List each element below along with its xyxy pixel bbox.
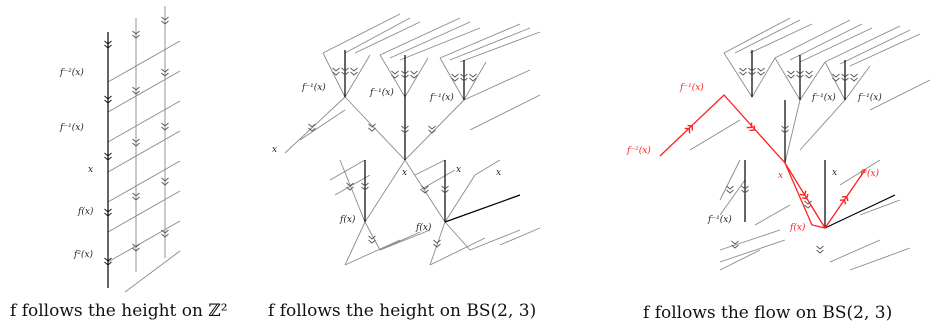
- bs-h-label-f-1: f(x): [339, 214, 356, 225]
- z2-caption: f follows the height on ℤ²: [10, 301, 228, 321]
- z2-label-x: x: [88, 165, 93, 175]
- bs-h-label-x-3: x: [456, 165, 461, 175]
- panel-bs-height: f⁻¹(x) f⁻¹(x) f⁻¹(x) x x x x f(x) f(x) f…: [268, 13, 541, 321]
- bs-h-label-finv-1: f⁻¹(x): [301, 82, 326, 93]
- bs-flow-red-path: [659, 94, 866, 230]
- bs-f-red-label-x: x: [778, 171, 783, 181]
- bs-height-black-edges: [344, 50, 521, 223]
- bs-h-label-x-1: x: [272, 145, 277, 155]
- bs-f-label-finv-a: f⁻¹(x): [811, 92, 836, 103]
- bs-height-grey-structure: [284, 13, 541, 266]
- z2-label-f: f(x): [77, 206, 94, 217]
- bs-f-label-finv-b: f⁻¹(x): [857, 92, 882, 103]
- bs-f-label-x: x: [832, 168, 837, 178]
- z2-labels: f⁻²(x) f⁻¹(x) x f(x) f²(x): [59, 67, 94, 260]
- z2-label-f-minus-1: f⁻¹(x): [59, 122, 84, 133]
- bs-h-label-finv-3: f⁻¹(x): [429, 92, 454, 103]
- bs-flow-labels: f⁻¹(x) f⁻¹(x) x f⁻¹(x) f⁻¹(x) f⁻²(x) x f…: [626, 82, 882, 233]
- z2-label-f-minus-2: f⁻²(x): [59, 67, 84, 78]
- bs-f-red-label-f: f(x): [789, 222, 806, 233]
- bs-f-red-label-f2: f²(x): [859, 168, 880, 179]
- bs-flow-black-edges: [744, 50, 896, 229]
- bs-flow-grey-structure: [689, 17, 931, 271]
- bs-h-label-x-4: x: [496, 168, 501, 178]
- z2-arrows: [104, 16, 169, 266]
- bs-flow-caption: f follows the flow on BS(2, 3): [643, 303, 892, 323]
- bs-f-label-finv-c: f⁻¹(x): [707, 214, 732, 225]
- bs-f-red-label-finv: f⁻¹(x): [679, 82, 704, 93]
- panel-z2: f⁻²(x) f⁻¹(x) x f(x) f²(x) f follows the…: [10, 6, 228, 321]
- bs-f-red-label-finv2: f⁻²(x): [626, 145, 651, 156]
- bs-h-label-f-2: f(x): [415, 222, 432, 233]
- bs-height-caption: f follows the height on BS(2, 3): [268, 301, 536, 321]
- bs-h-label-x-2: x: [402, 168, 407, 178]
- bs-height-labels: f⁻¹(x) f⁻¹(x) f⁻¹(x) x x x x f(x) f(x): [272, 82, 501, 233]
- bs-h-label-finv-2: f⁻¹(x): [369, 87, 394, 98]
- z2-diagonals: [107, 40, 181, 293]
- z2-label-f2: f²(x): [73, 249, 94, 260]
- panel-bs-flow: f⁻¹(x) f⁻¹(x) x f⁻¹(x) f⁻¹(x) f⁻²(x) x f…: [626, 17, 931, 323]
